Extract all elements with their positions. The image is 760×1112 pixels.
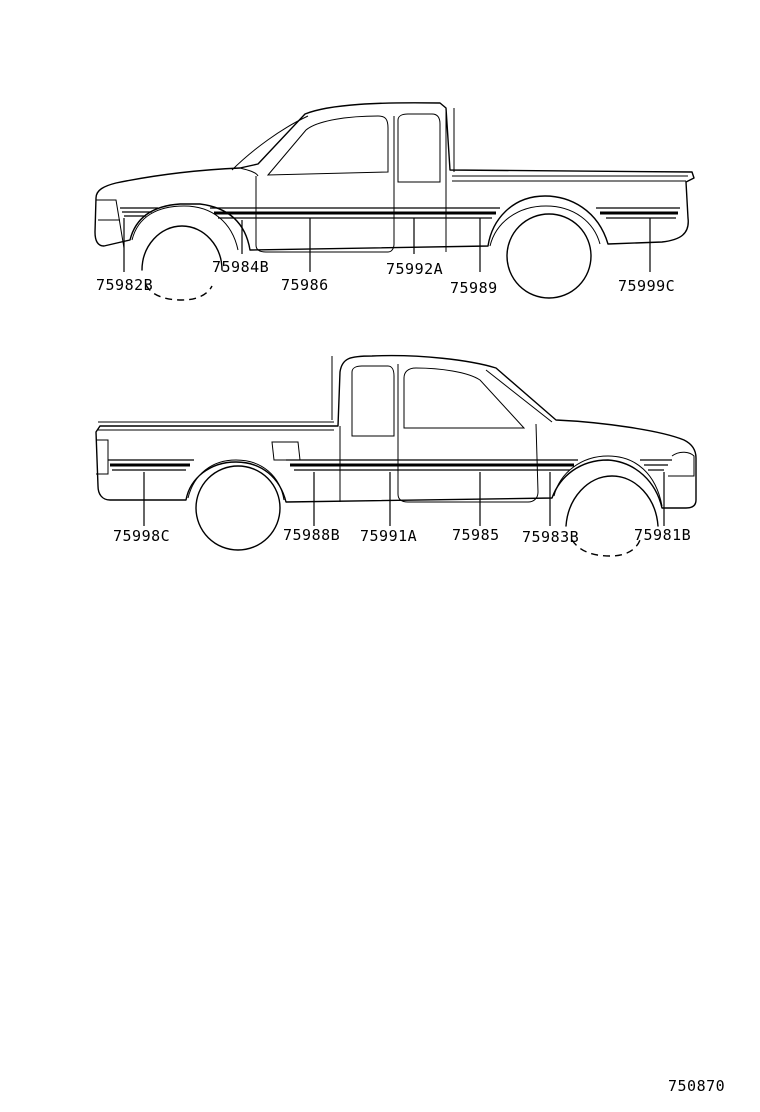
label-75992A: 75992A: [386, 260, 443, 278]
label-75982B: 75982B: [96, 276, 153, 294]
truck-right-side-view: [95, 354, 697, 557]
label-75999C: 75999C: [618, 277, 675, 295]
label-75984B: 75984B: [212, 258, 269, 276]
label-75986: 75986: [281, 276, 329, 294]
label-75998C: 75998C: [113, 527, 170, 545]
upper-part-labels: 75982B 75984B 75986 75992A 75989 75999C: [96, 258, 675, 297]
label-75989: 75989: [450, 279, 498, 297]
label-75981B: 75981B: [634, 526, 691, 544]
label-75991A: 75991A: [360, 527, 417, 545]
lower-part-labels: 75998C 75988B 75991A 75985 75983B 75981B: [113, 526, 691, 546]
diagram-code: 750870: [668, 1077, 725, 1095]
label-75985: 75985: [452, 526, 500, 544]
truck-left-side-view: [94, 102, 695, 301]
label-75983B: 75983B: [522, 528, 579, 546]
label-75988B: 75988B: [283, 526, 340, 544]
